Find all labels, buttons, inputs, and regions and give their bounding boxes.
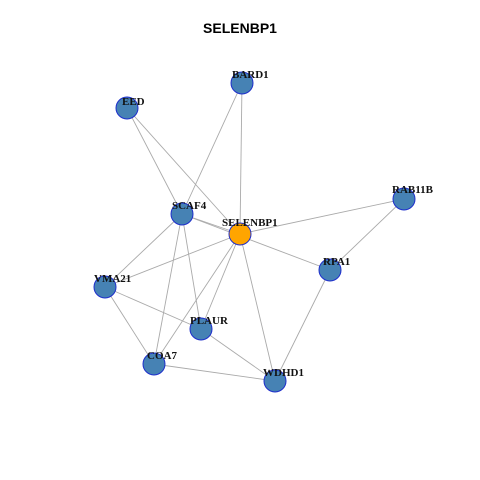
node-label-scaf4: SCAF4 <box>172 200 207 212</box>
edge-vma21-plaur <box>104 286 202 330</box>
edge-scaf4-coa7 <box>153 213 183 365</box>
node-circle-plaur[interactable] <box>189 317 213 341</box>
node-circle-rpa1[interactable] <box>318 258 342 282</box>
node-circle-vma21[interactable] <box>93 275 117 299</box>
node-label-rab11b: RAB11B <box>392 184 434 196</box>
node-label-wdhd1: WDHD1 <box>263 367 304 379</box>
edge-coa7-wdhd1 <box>153 363 276 382</box>
node-wdhd1[interactable]: WDHD1 <box>263 367 304 393</box>
edge-selenbp1-wdhd1 <box>239 233 276 382</box>
node-label-selenbp1: SELENBP1 <box>222 217 278 229</box>
node-circle-scaf4[interactable] <box>170 202 194 226</box>
edge-selenbp1-plaur <box>200 233 241 330</box>
graph-title: SELENBP1 <box>203 20 277 36</box>
edge-scaf4-rpa1 <box>181 213 331 271</box>
node-rpa1[interactable]: RPA1 <box>318 256 350 282</box>
node-selenbp1[interactable]: SELENBP1 <box>222 217 278 246</box>
edge-rab11b-selenbp1 <box>239 198 405 235</box>
node-bard1[interactable]: BARD1 <box>230 69 269 95</box>
edge-bard1-selenbp1 <box>239 82 243 235</box>
node-circle-coa7[interactable] <box>142 352 166 376</box>
node-label-eed: EED <box>122 96 145 108</box>
node-label-coa7: COA7 <box>147 350 177 362</box>
node-circle-rab11b[interactable] <box>392 187 416 211</box>
node-plaur[interactable]: PLAUR <box>189 315 229 341</box>
node-rab11b[interactable]: RAB11B <box>392 184 434 211</box>
edge-plaur-wdhd1 <box>200 328 276 382</box>
node-label-rpa1: RPA1 <box>323 256 350 268</box>
edge-vma21-coa7 <box>104 286 155 365</box>
edge-eed-scaf4 <box>126 107 183 215</box>
edge-scaf4-vma21 <box>104 213 183 288</box>
node-circle-wdhd1[interactable] <box>263 369 287 393</box>
node-circle-eed[interactable] <box>115 96 139 120</box>
edge-selenbp1-coa7 <box>153 233 241 365</box>
edge-eed-selenbp1 <box>126 107 241 235</box>
node-label-bard1: BARD1 <box>232 69 269 81</box>
node-label-vma21: VMA21 <box>94 273 131 285</box>
node-scaf4[interactable]: SCAF4 <box>170 200 207 226</box>
edge-scaf4-plaur <box>181 213 202 330</box>
node-eed[interactable]: EED <box>115 96 145 120</box>
node-coa7[interactable]: COA7 <box>142 350 177 376</box>
edge-rpa1-wdhd1 <box>274 269 331 382</box>
node-circle-bard1[interactable] <box>230 71 254 95</box>
node-circle-selenbp1[interactable] <box>228 222 252 246</box>
edge-bard1-scaf4 <box>181 82 243 215</box>
edge-rab11b-rpa1 <box>329 198 405 271</box>
node-vma21[interactable]: VMA21 <box>93 273 131 299</box>
edge-selenbp1-vma21 <box>104 233 241 288</box>
edge-layer <box>104 82 405 382</box>
node-label-plaur: PLAUR <box>190 315 229 327</box>
